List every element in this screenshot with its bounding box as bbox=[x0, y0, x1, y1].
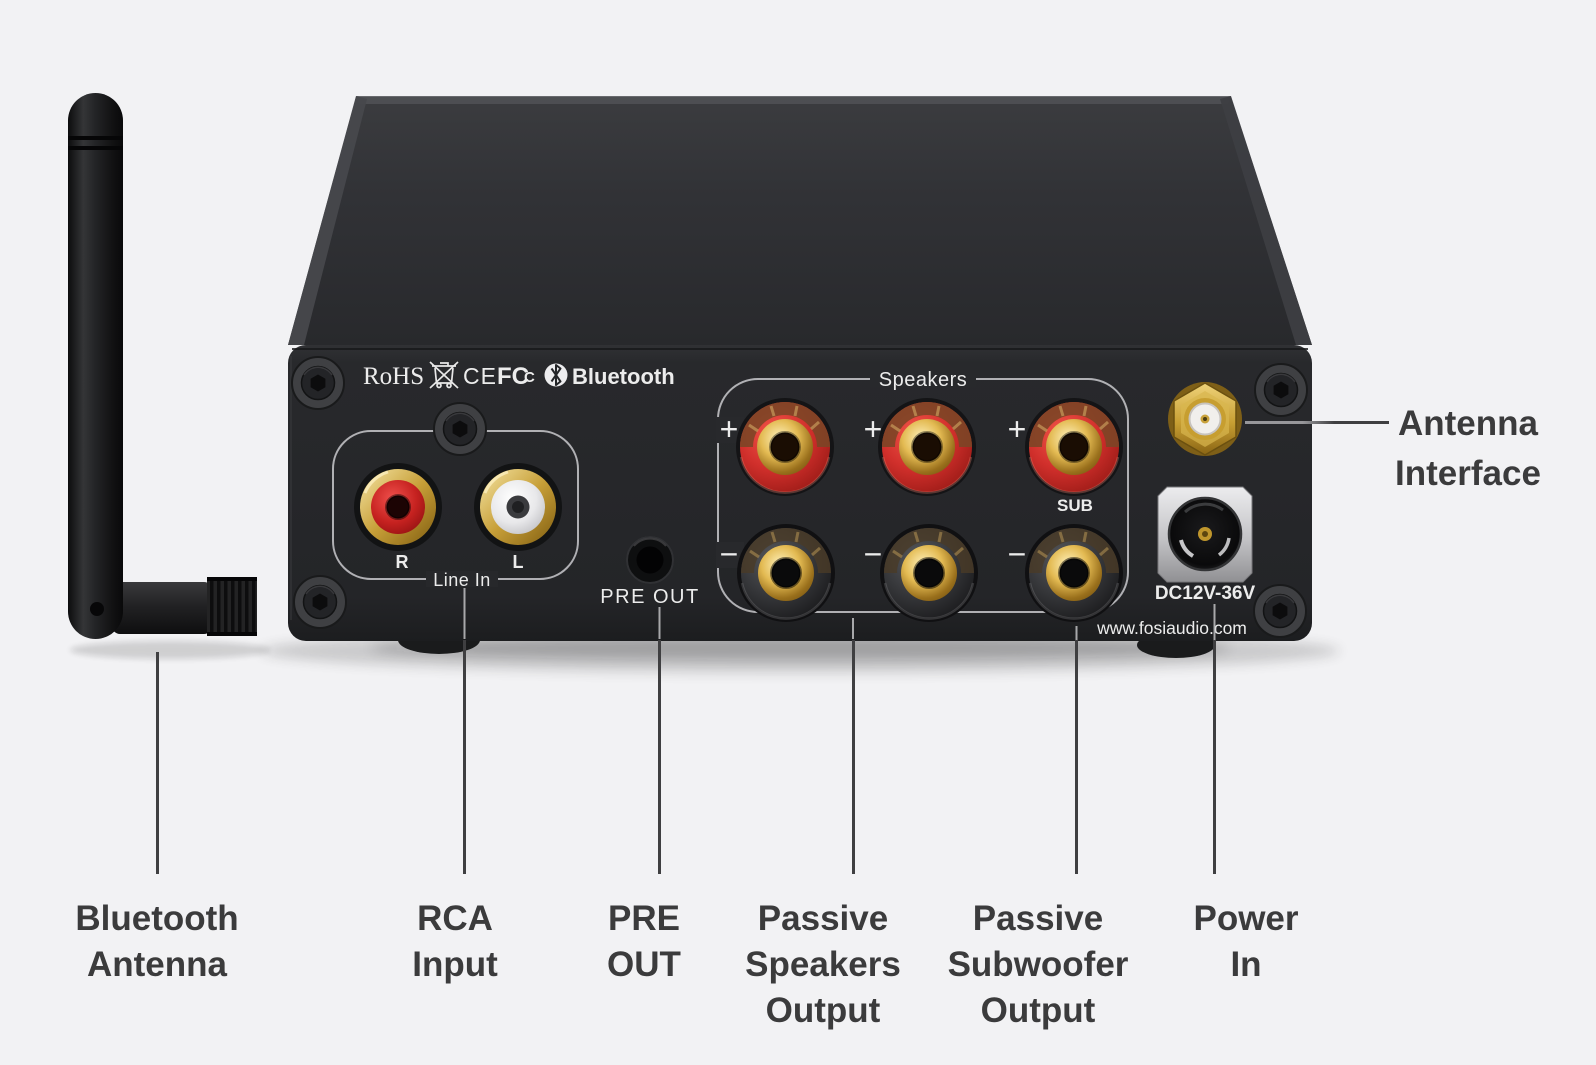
antenna-knurled-nut bbox=[207, 577, 257, 636]
antenna-elbow bbox=[112, 582, 212, 634]
top-face bbox=[288, 96, 1312, 345]
binding-post-left-negative bbox=[735, 522, 837, 624]
callout-label-power-in: Power In bbox=[1193, 899, 1299, 984]
callout-line-rca-input bbox=[463, 640, 466, 874]
amplifier-chassis: RoHS CE FC C Bluetooth R L bbox=[288, 96, 1312, 658]
line-in-label: Line In bbox=[433, 570, 491, 590]
rca-jack-r bbox=[352, 461, 444, 553]
fcc-mark-inner-c: C bbox=[524, 369, 535, 386]
dc-power-jack bbox=[1157, 486, 1253, 583]
speakers-section: Speakers + + + − − − SUB bbox=[716, 369, 1129, 624]
dc-voltage-label: DC12V-36V bbox=[1155, 583, 1256, 604]
callout-line-antenna-interface bbox=[1245, 421, 1389, 424]
screw bbox=[293, 575, 347, 629]
minus-sign-sub: − bbox=[1008, 536, 1027, 572]
rca-jack-l bbox=[472, 461, 564, 553]
fcc-mark: FC bbox=[497, 363, 529, 390]
plus-sign-left: + bbox=[720, 411, 739, 447]
callout-label-rca-input: RCA Input bbox=[412, 899, 498, 984]
rca-l-label: L bbox=[513, 552, 524, 572]
screw bbox=[433, 402, 487, 456]
plus-sign-sub: + bbox=[1008, 411, 1027, 447]
pre-out-section: PRE OUT bbox=[600, 536, 699, 608]
binding-post-sub-negative bbox=[1023, 522, 1125, 624]
callout-ticks bbox=[463, 588, 1216, 641]
bluetooth-wordmark: Bluetooth bbox=[572, 364, 675, 389]
binding-post-right-positive bbox=[876, 396, 978, 498]
callout-label-antenna-interface: Antenna Interface bbox=[1395, 404, 1541, 493]
callout-line-subwoofer-output bbox=[1075, 640, 1078, 874]
weee-bin-icon bbox=[429, 361, 459, 389]
callout-line-speakers-output bbox=[852, 640, 855, 874]
callout-label-pre-out: PRE OUT bbox=[607, 899, 681, 984]
screw bbox=[291, 356, 345, 410]
rohs-mark: RoHS bbox=[363, 363, 424, 390]
pre-out-label: PRE OUT bbox=[600, 586, 699, 608]
bluetooth-logo-icon bbox=[544, 363, 568, 387]
minus-sign-right: − bbox=[864, 536, 883, 572]
minus-sign-left: − bbox=[720, 536, 739, 572]
pre-out-jack bbox=[626, 536, 674, 584]
website-label: www.fosiaudio.com bbox=[1096, 618, 1247, 638]
speakers-label: Speakers bbox=[879, 369, 968, 391]
bluetooth-antenna bbox=[68, 93, 257, 639]
callout-line-bluetooth-antenna bbox=[156, 652, 159, 874]
binding-post-left-positive bbox=[734, 396, 836, 498]
antenna-rod bbox=[68, 93, 123, 639]
plus-sign-right: + bbox=[864, 411, 883, 447]
binding-post-right-negative bbox=[878, 522, 980, 624]
callout-line-power-in bbox=[1213, 640, 1216, 874]
binding-post-sub-positive bbox=[1023, 396, 1125, 498]
callout-label-passive-speakers-output: Passive Speakers Output bbox=[745, 899, 901, 1030]
antenna-hinge-pin bbox=[90, 602, 104, 616]
sub-label: SUB bbox=[1057, 496, 1093, 515]
ce-mark: CE bbox=[463, 363, 497, 389]
rca-r-label: R bbox=[396, 552, 409, 572]
callout-label-bluetooth-antenna: Bluetooth Antenna bbox=[75, 899, 239, 984]
antenna-connector bbox=[1168, 382, 1242, 456]
certification-marks: RoHS CE FC C Bluetooth bbox=[363, 361, 675, 390]
screw bbox=[1254, 363, 1308, 417]
screw bbox=[1253, 584, 1307, 638]
callout-line-pre-out bbox=[658, 640, 661, 874]
callout-label-passive-subwoofer-output: Passive Subwoofer Output bbox=[947, 899, 1129, 1030]
